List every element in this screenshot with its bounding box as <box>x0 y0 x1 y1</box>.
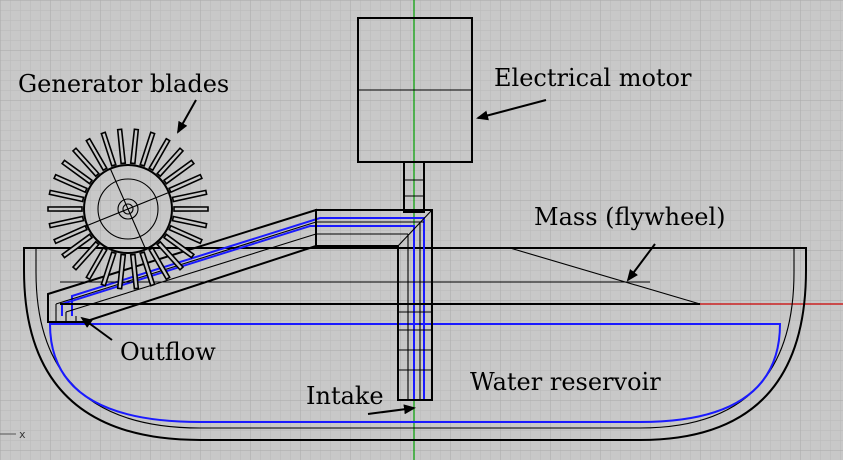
outflow-pipe <box>47 208 317 323</box>
generator-blades <box>47 128 209 290</box>
generator-blade <box>139 131 156 167</box>
generator-blade <box>139 251 156 287</box>
generator-blade <box>148 137 171 172</box>
electrical-motor <box>357 17 473 163</box>
generator-hub <box>83 164 173 254</box>
generator-blade <box>129 128 140 165</box>
generator-blades-label: Generator blades <box>18 70 229 98</box>
generator-blade <box>60 233 94 259</box>
outflow-label: Outflow <box>120 338 216 366</box>
generator-blade <box>116 128 127 165</box>
generator-blade <box>173 206 209 212</box>
electrical-motor-label: Electrical motor <box>494 64 692 92</box>
generator-blade <box>162 159 196 185</box>
generator-blade <box>48 215 85 229</box>
generator-blade <box>71 240 100 271</box>
generator-blade <box>53 173 88 194</box>
generator-blade <box>71 147 100 178</box>
generator-blade <box>53 224 88 245</box>
mass-flywheel-label: Mass (flywheel) <box>534 203 726 231</box>
generator-blade <box>162 233 196 259</box>
intake-label: Intake <box>306 382 384 410</box>
mass-pointer-arrow <box>626 243 656 282</box>
generator-blade <box>168 224 203 245</box>
generator-blade <box>85 137 108 172</box>
generator-blade <box>100 131 117 167</box>
water-reservoir-label: Water reservoir <box>470 368 661 396</box>
generator-blade <box>48 189 85 203</box>
generator-blade <box>171 189 208 203</box>
generator-blade <box>47 206 83 212</box>
generator-blade <box>156 147 185 178</box>
generator-blade <box>85 246 108 281</box>
motor-pointer-arrow <box>476 99 547 121</box>
generator-blade <box>100 251 117 287</box>
intake-pointer-arrow <box>367 404 416 415</box>
water-flow-path <box>48 217 782 423</box>
generator-blade <box>60 159 94 185</box>
intake-pipe <box>315 209 433 401</box>
generator-pointer-arrow <box>177 99 197 134</box>
generator-blade <box>171 215 208 229</box>
generator-blade <box>129 253 140 290</box>
mass-flywheel <box>60 247 701 305</box>
outflow-pointer-arrow <box>80 316 113 341</box>
generator-blade <box>148 246 171 281</box>
axis-marker-label: x <box>19 428 26 441</box>
generator-blade <box>116 253 127 290</box>
generator-blade <box>168 173 203 194</box>
generator-blade <box>156 240 185 271</box>
